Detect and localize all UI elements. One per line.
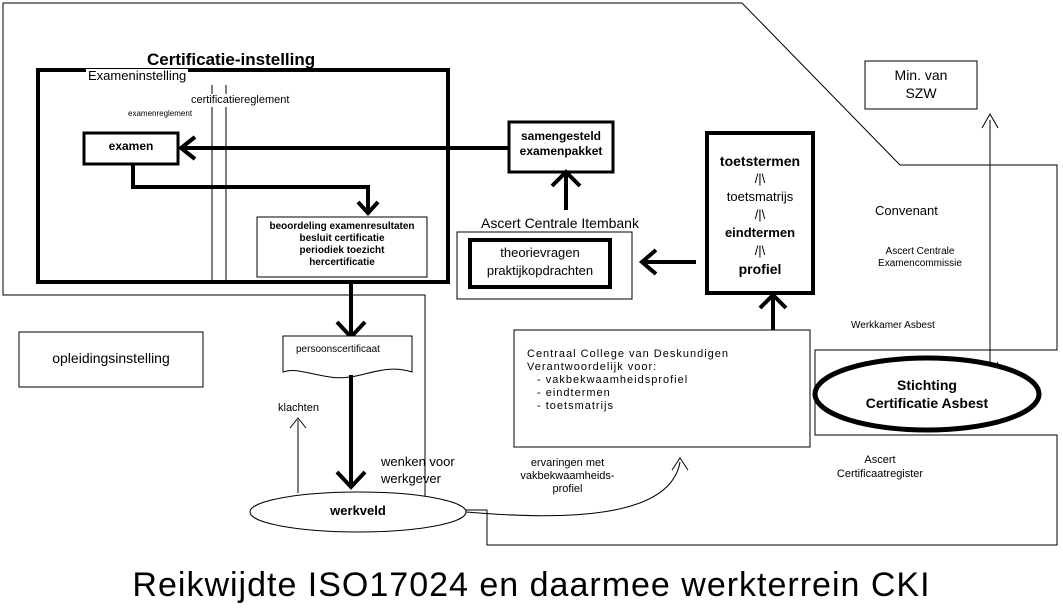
examenpakket-line-1: samengesteld xyxy=(520,129,602,143)
beoordeling-text: beoordeling examenresultaten besluit cer… xyxy=(257,221,427,269)
beoordeling-line-3: periodiek toezicht xyxy=(299,245,385,256)
eindtermen-label: eindtermen xyxy=(724,225,796,240)
itembank-inner-box xyxy=(468,238,612,289)
examen-to-beoordeling-arrow xyxy=(131,164,370,212)
wenken-line-2: werkgever xyxy=(381,471,441,486)
stichting-text: Stichting Certificatie Asbest xyxy=(815,376,1039,412)
examencommissie-text: Ascert Centrale Examencommissie xyxy=(860,246,980,270)
examencommissie-line-2: Examencommissie xyxy=(878,258,962,269)
klachten-label: klachten xyxy=(278,402,319,414)
toetstermen-box xyxy=(705,131,815,295)
profiel-label: profiel xyxy=(738,261,782,277)
examenpakket-box xyxy=(507,120,615,174)
ervaringen-arrow xyxy=(465,461,681,517)
ccvd-title: Centraal College van Deskundigen xyxy=(527,348,729,360)
scope-region xyxy=(2,2,1058,546)
exameninstelling-label: Exameninstelling xyxy=(86,68,189,84)
examenpakket-line-2: examenpakket xyxy=(519,144,603,158)
toets-text: toetstermen /|\ toetsmatrijs /|\ eindter… xyxy=(707,152,813,278)
beoordeling-box xyxy=(256,216,428,278)
opleidingsinstelling-label: opleidingsinstelling xyxy=(52,350,170,366)
certificatiereglement-label: certificatiereglement xyxy=(191,94,290,107)
toetstermen-label: toetstermen xyxy=(719,153,801,169)
register-line-2: Certificaatregister xyxy=(836,468,924,480)
stichting-line-2: Certificatie Asbest xyxy=(865,395,989,411)
examenpakket-text: samengesteld examenpakket xyxy=(509,129,613,159)
register-text: Ascert Certificaatregister xyxy=(820,453,940,481)
stichting-ellipse xyxy=(812,355,1042,433)
opleidingsinstelling-box xyxy=(18,331,204,388)
toets-arrow-3: /|\ xyxy=(754,243,766,258)
ccvd-subtitle: Verantwoordelijk voor: xyxy=(527,361,658,373)
register-line-1: Ascert xyxy=(864,454,896,466)
ervaringen-line-2: vakbekwaamheids- xyxy=(520,470,615,482)
ccvd-item-2: - eindtermen xyxy=(537,387,611,399)
toets-arrow-2: /|\ xyxy=(754,207,766,222)
beoordeling-line-2: besluit certificatie xyxy=(299,233,385,244)
itembank-text: theorievragen praktijkopdrachten xyxy=(470,244,610,280)
min-szw-text: Min. van SZW xyxy=(865,66,977,102)
ccvd-item-3: - toetsmatrijs xyxy=(537,400,614,412)
examencommissie-line-1: Ascert Centrale xyxy=(885,246,955,257)
convenant-label: Convenant xyxy=(875,203,938,218)
wenken-line-1: wenken voor xyxy=(381,454,455,469)
praktijkopdrachten-line: praktijkopdrachten xyxy=(486,263,594,278)
werkveld-label: werkveld xyxy=(330,503,386,518)
certificatie-instelling-label: Certificatie-instelling xyxy=(147,50,316,69)
werkkamer-label: Werkkamer Asbest xyxy=(851,320,935,331)
examen-label: examen xyxy=(108,139,154,153)
persoonscertificaat-label: persoonscertificaat xyxy=(296,344,380,355)
beoordeling-line-4: hercertificatie xyxy=(309,257,375,268)
ccvd-box xyxy=(513,329,811,448)
theorievragen-line: theorievragen xyxy=(500,245,580,260)
page-title: Reikwijdte ISO17024 en daarmee werkterre… xyxy=(132,566,931,604)
persoonscertificaat-shape xyxy=(282,335,413,379)
stichting-line-1: Stichting xyxy=(897,377,957,393)
wenken-text: wenken voor werkgever xyxy=(381,453,455,487)
min-szw-line-1: Min. van xyxy=(894,67,948,83)
ervaringen-text: ervaringen met vakbekwaamheids- profiel xyxy=(505,457,630,496)
min-szw-box xyxy=(864,60,978,110)
ccvd-item-1: - vakbekwaamheidsprofiel xyxy=(537,374,689,386)
toetsmatrijs-label: toetsmatrijs xyxy=(726,189,794,204)
beoordeling-line-1: beoordeling examenresultaten xyxy=(269,221,415,232)
itembank-outer-box xyxy=(456,231,633,300)
min-szw-line-2: SZW xyxy=(905,85,937,101)
toets-arrow-1: /|\ xyxy=(754,171,766,186)
examenreglement-label: examenreglement xyxy=(128,109,193,119)
certificatie-instelling-box xyxy=(36,68,450,284)
itembank-label: Ascert Centrale Itembank xyxy=(481,215,639,231)
ervaringen-line-3: profiel xyxy=(552,483,583,495)
ccvd-text: Centraal College van Deskundigen Verantw… xyxy=(527,348,729,413)
ervaringen-line-1: ervaringen met xyxy=(530,457,605,469)
